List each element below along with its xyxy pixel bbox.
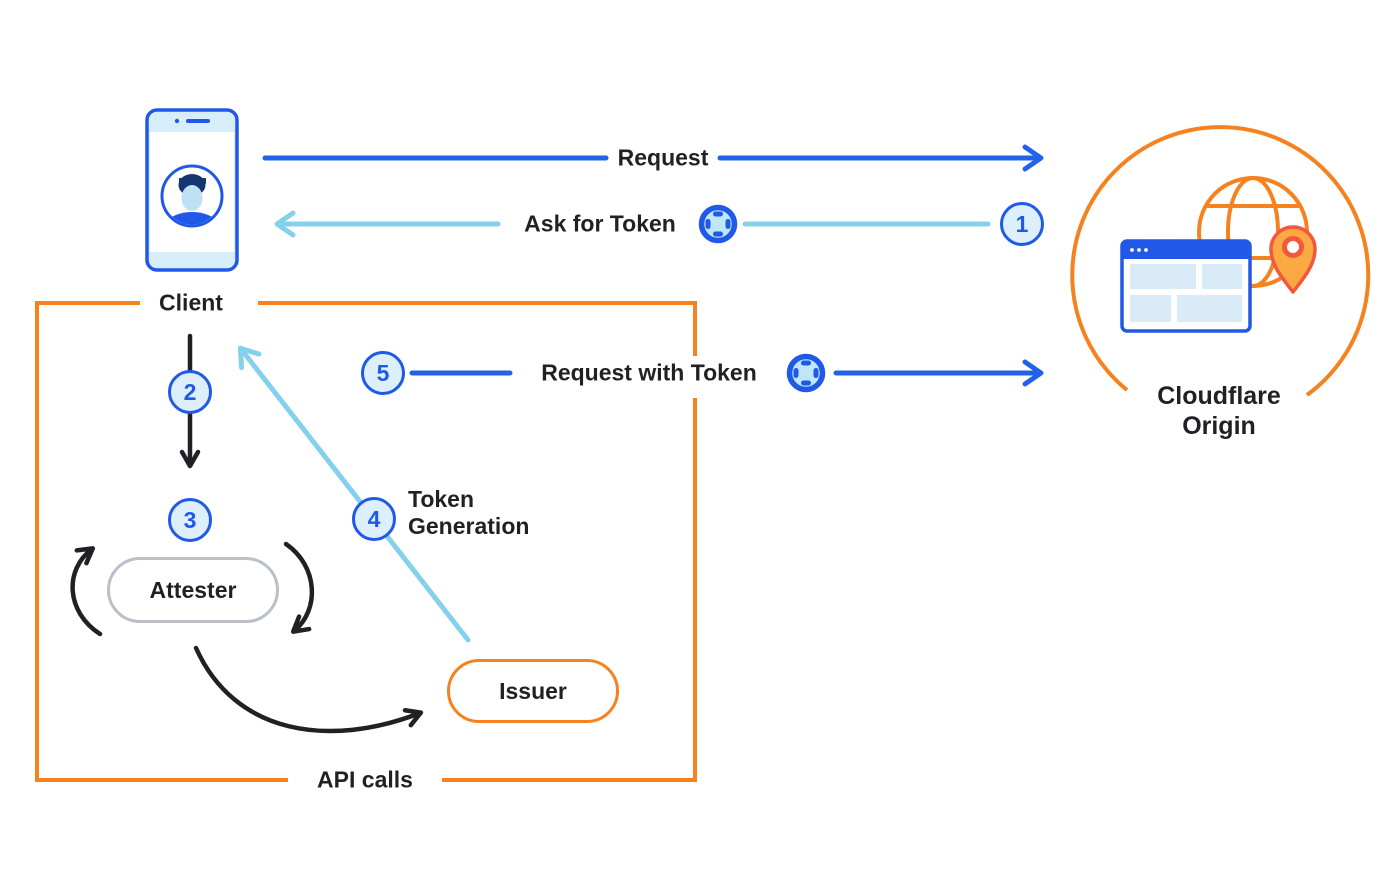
attester-label: Attester <box>149 576 237 603</box>
step-circle-2: 2 <box>168 370 212 414</box>
request-with-token-label: Request with Token <box>541 359 757 386</box>
token-generation-label: Token Generation <box>408 486 530 540</box>
browser-window-icon <box>1120 239 1252 333</box>
issuer-node: Issuer <box>447 659 619 723</box>
location-pin-icon <box>1269 225 1317 294</box>
attester-loop-arrows <box>70 541 315 637</box>
request-label: Request <box>617 144 709 171</box>
step-circle-3: 3 <box>168 498 212 542</box>
step-circle-1: 1 <box>1000 202 1044 246</box>
attester-node: Attester <box>107 557 279 623</box>
token-icon <box>786 353 826 393</box>
client-label: Client <box>159 289 223 316</box>
issuer-label: Issuer <box>499 677 567 704</box>
attester-to-issuer-arrow <box>193 645 424 734</box>
step-circle-5: 5 <box>361 351 405 395</box>
user-avatar-icon <box>160 164 224 228</box>
api-calls-zone-box <box>35 301 697 782</box>
step-circle-4: 4 <box>352 497 396 541</box>
cloudflare-origin-circle <box>1070 125 1371 397</box>
token-generation-arrow <box>237 345 471 643</box>
ask-for-token-label: Ask for Token <box>524 210 676 237</box>
cloudflare-origin-label: Cloudflare Origin <box>1157 382 1281 440</box>
phone-icon <box>145 108 239 272</box>
api-calls-label: API calls <box>317 766 413 793</box>
token-icon <box>698 204 738 244</box>
